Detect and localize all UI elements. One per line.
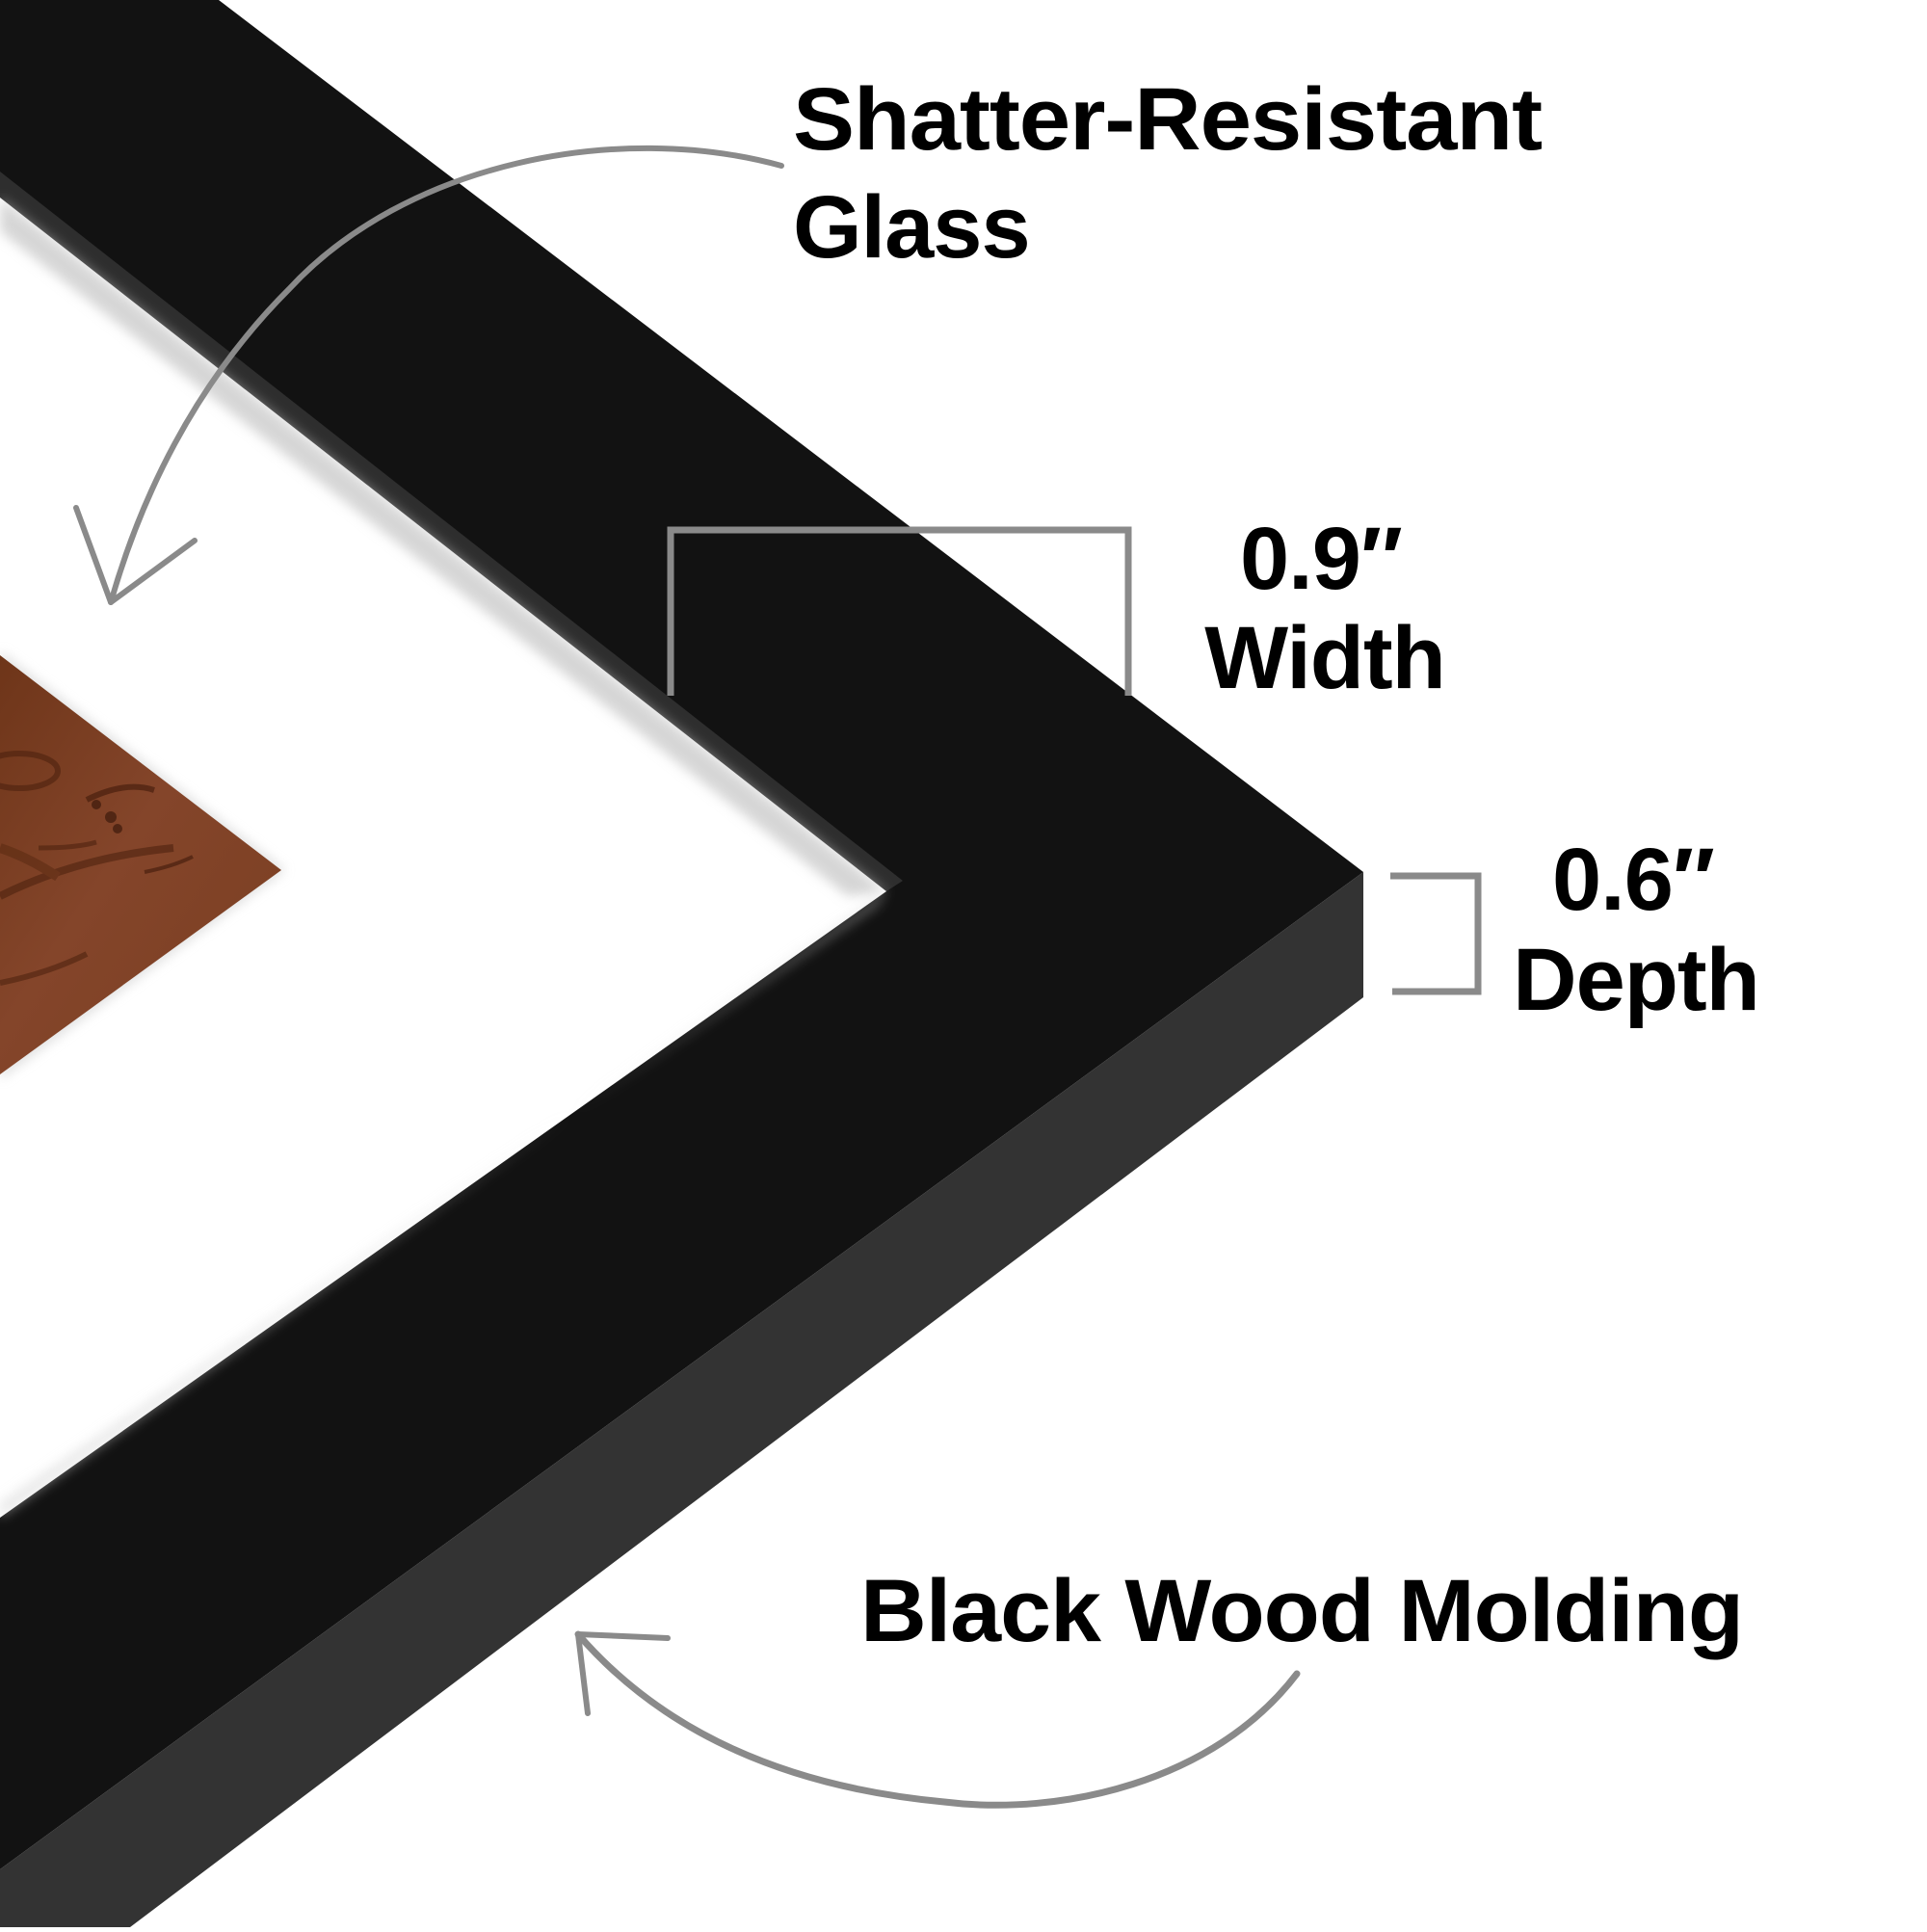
dimension-bracket-vertical-icon [1390,872,1482,995]
frame-depth-face [0,872,1363,1927]
curved-arrow-up-left-icon [574,1630,1301,1809]
width-label: Width [1204,609,1446,707]
width-value: 0.9″ [1240,510,1403,608]
glass-callout-line2: Glass [793,178,1031,277]
artwork-wood-print [0,651,285,1079]
molding-callout: Black Wood Molding [860,1562,1744,1660]
glass-callout-line1: Shatter-Resistant [793,70,1543,169]
depth-value: 0.6″ [1552,831,1715,929]
depth-label: Depth [1513,931,1760,1029]
dimension-bracket-horizontal-icon [667,526,1132,696]
mat-shadow-bottom [0,891,886,1518]
white-mat [0,198,886,1518]
glass-edge-lip [0,172,903,891]
curved-arrow-down-left-icon [73,145,784,605]
